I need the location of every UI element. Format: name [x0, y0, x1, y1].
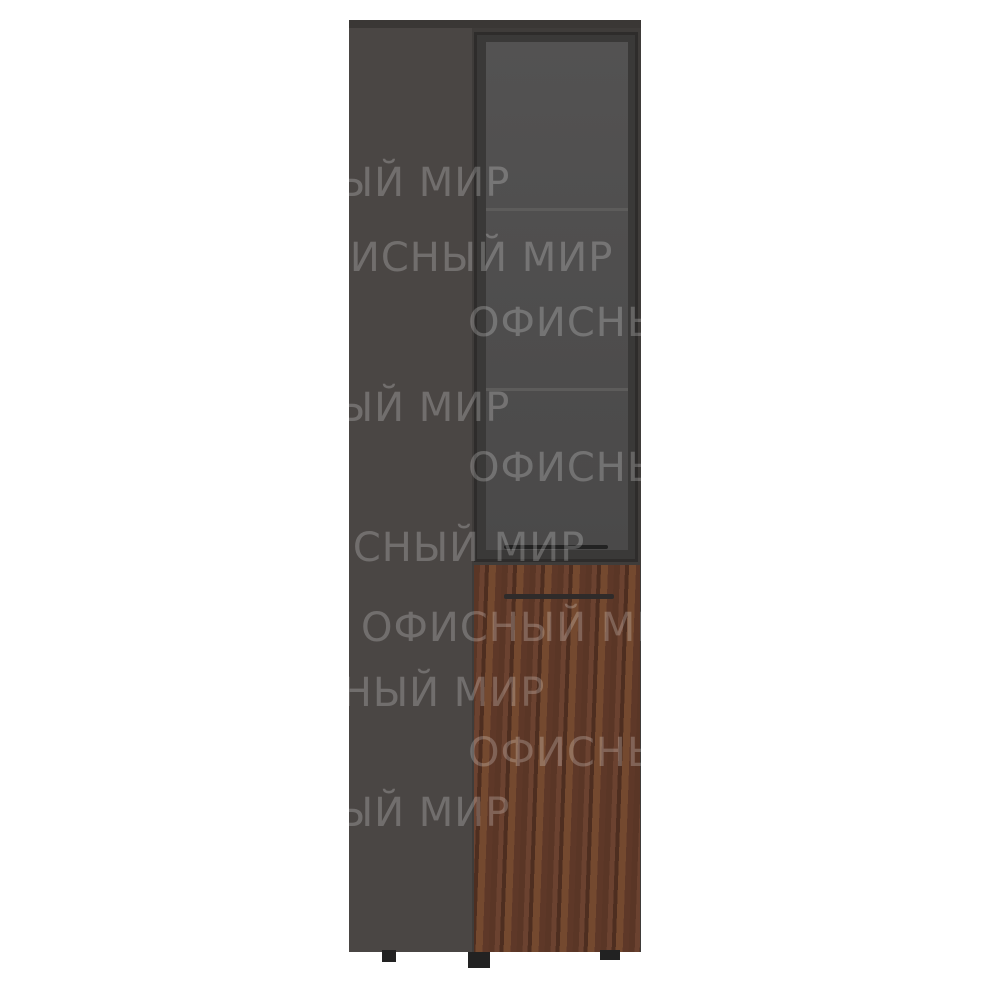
watermark-text: ОФИСНЫЙ МИР	[349, 790, 511, 836]
watermark-text: ОФИСНЫЙ МИР	[349, 385, 511, 431]
foot	[382, 950, 396, 962]
glass-panel	[486, 42, 628, 550]
wood-door	[474, 565, 640, 952]
watermark-text: ОФИСНЫЙ МИР	[349, 525, 586, 571]
watermark-text: ОФИСНЫЙ МИР	[361, 605, 641, 651]
watermark-text: ОФИСНЫЙ МИР	[468, 300, 641, 346]
wood-door-handle	[504, 594, 614, 599]
shelf	[486, 208, 628, 211]
foot	[468, 952, 490, 968]
watermark-text: ОФИСНЫЙ МИР	[349, 670, 546, 716]
glass-door-handle	[504, 545, 608, 549]
watermark-text: ОФИСНЫЙ МИР	[468, 445, 641, 491]
watermark-text: ОФИСНЫЙ МИР	[349, 235, 614, 281]
shelf	[486, 388, 628, 391]
watermark-text: ОФИСНЫЙ МИР	[349, 160, 511, 206]
foot	[600, 950, 620, 960]
cabinet-top	[349, 20, 641, 30]
watermark-text: ОФИСНЫЙ МИР	[468, 730, 641, 776]
cabinet-side-panel	[349, 28, 473, 952]
watermark: ОФИСНЫЙ МИР ОФИСНЫЙ МИР ОФИСНЫЙ МИР ОФИС…	[349, 20, 641, 952]
